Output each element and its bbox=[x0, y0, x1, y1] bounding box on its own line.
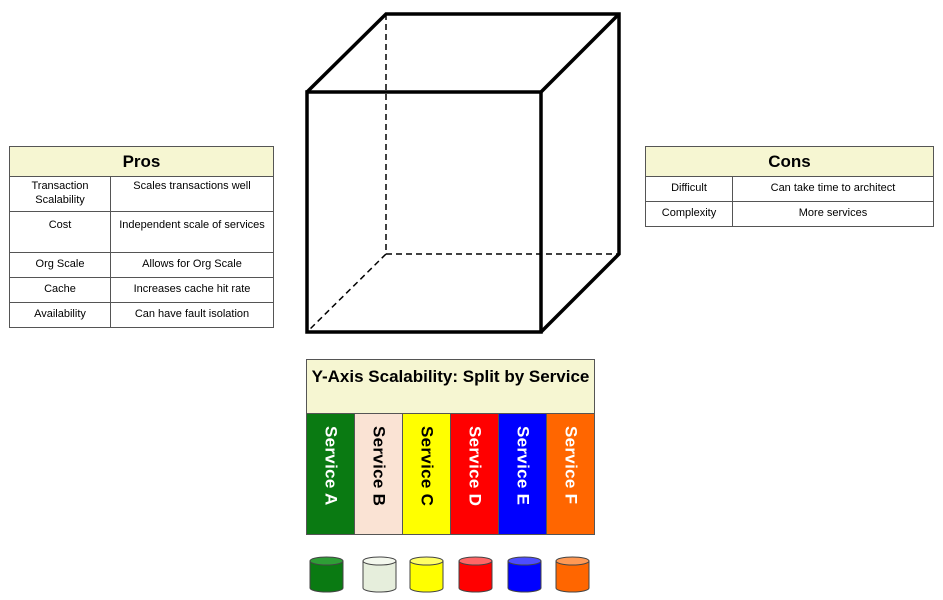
pros-value: Can have fault isolation bbox=[110, 302, 274, 328]
database-icon bbox=[555, 556, 590, 593]
cons-key: Complexity bbox=[645, 201, 733, 227]
database-icon bbox=[507, 556, 542, 593]
table-row: Cache Increases cache hit rate bbox=[9, 277, 274, 303]
y-axis-title: Y-Axis Scalability: Split by Service bbox=[307, 360, 594, 414]
cube-hidden-edge-diagonal bbox=[306, 253, 387, 333]
cons-value: More services bbox=[732, 201, 934, 227]
table-row: Availability Can have fault isolation bbox=[9, 302, 274, 328]
cons-key: Difficult bbox=[645, 176, 733, 202]
database-icon bbox=[362, 556, 397, 593]
service-column: Service C bbox=[403, 414, 451, 534]
table-row: Difficult Can take time to architect bbox=[645, 176, 934, 202]
scale-cube bbox=[305, 12, 621, 334]
cons-table: Cons Difficult Can take time to architec… bbox=[645, 146, 934, 227]
service-label: Service A bbox=[321, 426, 341, 506]
service-label: Service D bbox=[465, 426, 485, 507]
services-row: Service A Service B Service C Service D … bbox=[307, 414, 594, 534]
pros-header: Pros bbox=[9, 146, 274, 177]
database-icon bbox=[309, 556, 344, 593]
table-row: Cost Independent scale of services bbox=[9, 211, 274, 253]
pros-key: Transaction Scalability bbox=[9, 176, 111, 212]
service-column: Service D bbox=[451, 414, 499, 534]
cons-value: Can take time to architect bbox=[732, 176, 934, 202]
service-label: Service F bbox=[561, 426, 581, 505]
service-column: Service A bbox=[307, 414, 355, 534]
service-label: Service E bbox=[513, 426, 533, 506]
pros-key: Availability bbox=[9, 302, 111, 328]
database-row bbox=[309, 556, 590, 593]
service-column: Service B bbox=[355, 414, 403, 534]
table-row: Org Scale Allows for Org Scale bbox=[9, 252, 274, 278]
service-column: Service F bbox=[547, 414, 594, 534]
table-row: Complexity More services bbox=[645, 201, 934, 227]
pros-value: Increases cache hit rate bbox=[110, 277, 274, 303]
y-axis-panel: Y-Axis Scalability: Split by Service Ser… bbox=[306, 359, 595, 535]
pros-value: Allows for Org Scale bbox=[110, 252, 274, 278]
pros-key: Cost bbox=[9, 211, 111, 253]
service-label: Service B bbox=[369, 426, 389, 507]
database-icon bbox=[458, 556, 493, 593]
pros-value: Independent scale of services bbox=[110, 211, 274, 253]
table-row: Transaction Scalability Scales transacti… bbox=[9, 176, 274, 212]
cube-front-face bbox=[305, 90, 543, 334]
cube-edge-top-right-diagonal bbox=[539, 12, 621, 94]
pros-value: Scales transactions well bbox=[110, 176, 274, 212]
service-label: Service C bbox=[417, 426, 437, 507]
pros-key: Org Scale bbox=[9, 252, 111, 278]
pros-key: Cache bbox=[9, 277, 111, 303]
database-icon bbox=[409, 556, 444, 593]
service-column: Service E bbox=[499, 414, 547, 534]
pros-table: Pros Transaction Scalability Scales tran… bbox=[9, 146, 274, 328]
cons-header: Cons bbox=[645, 146, 934, 177]
